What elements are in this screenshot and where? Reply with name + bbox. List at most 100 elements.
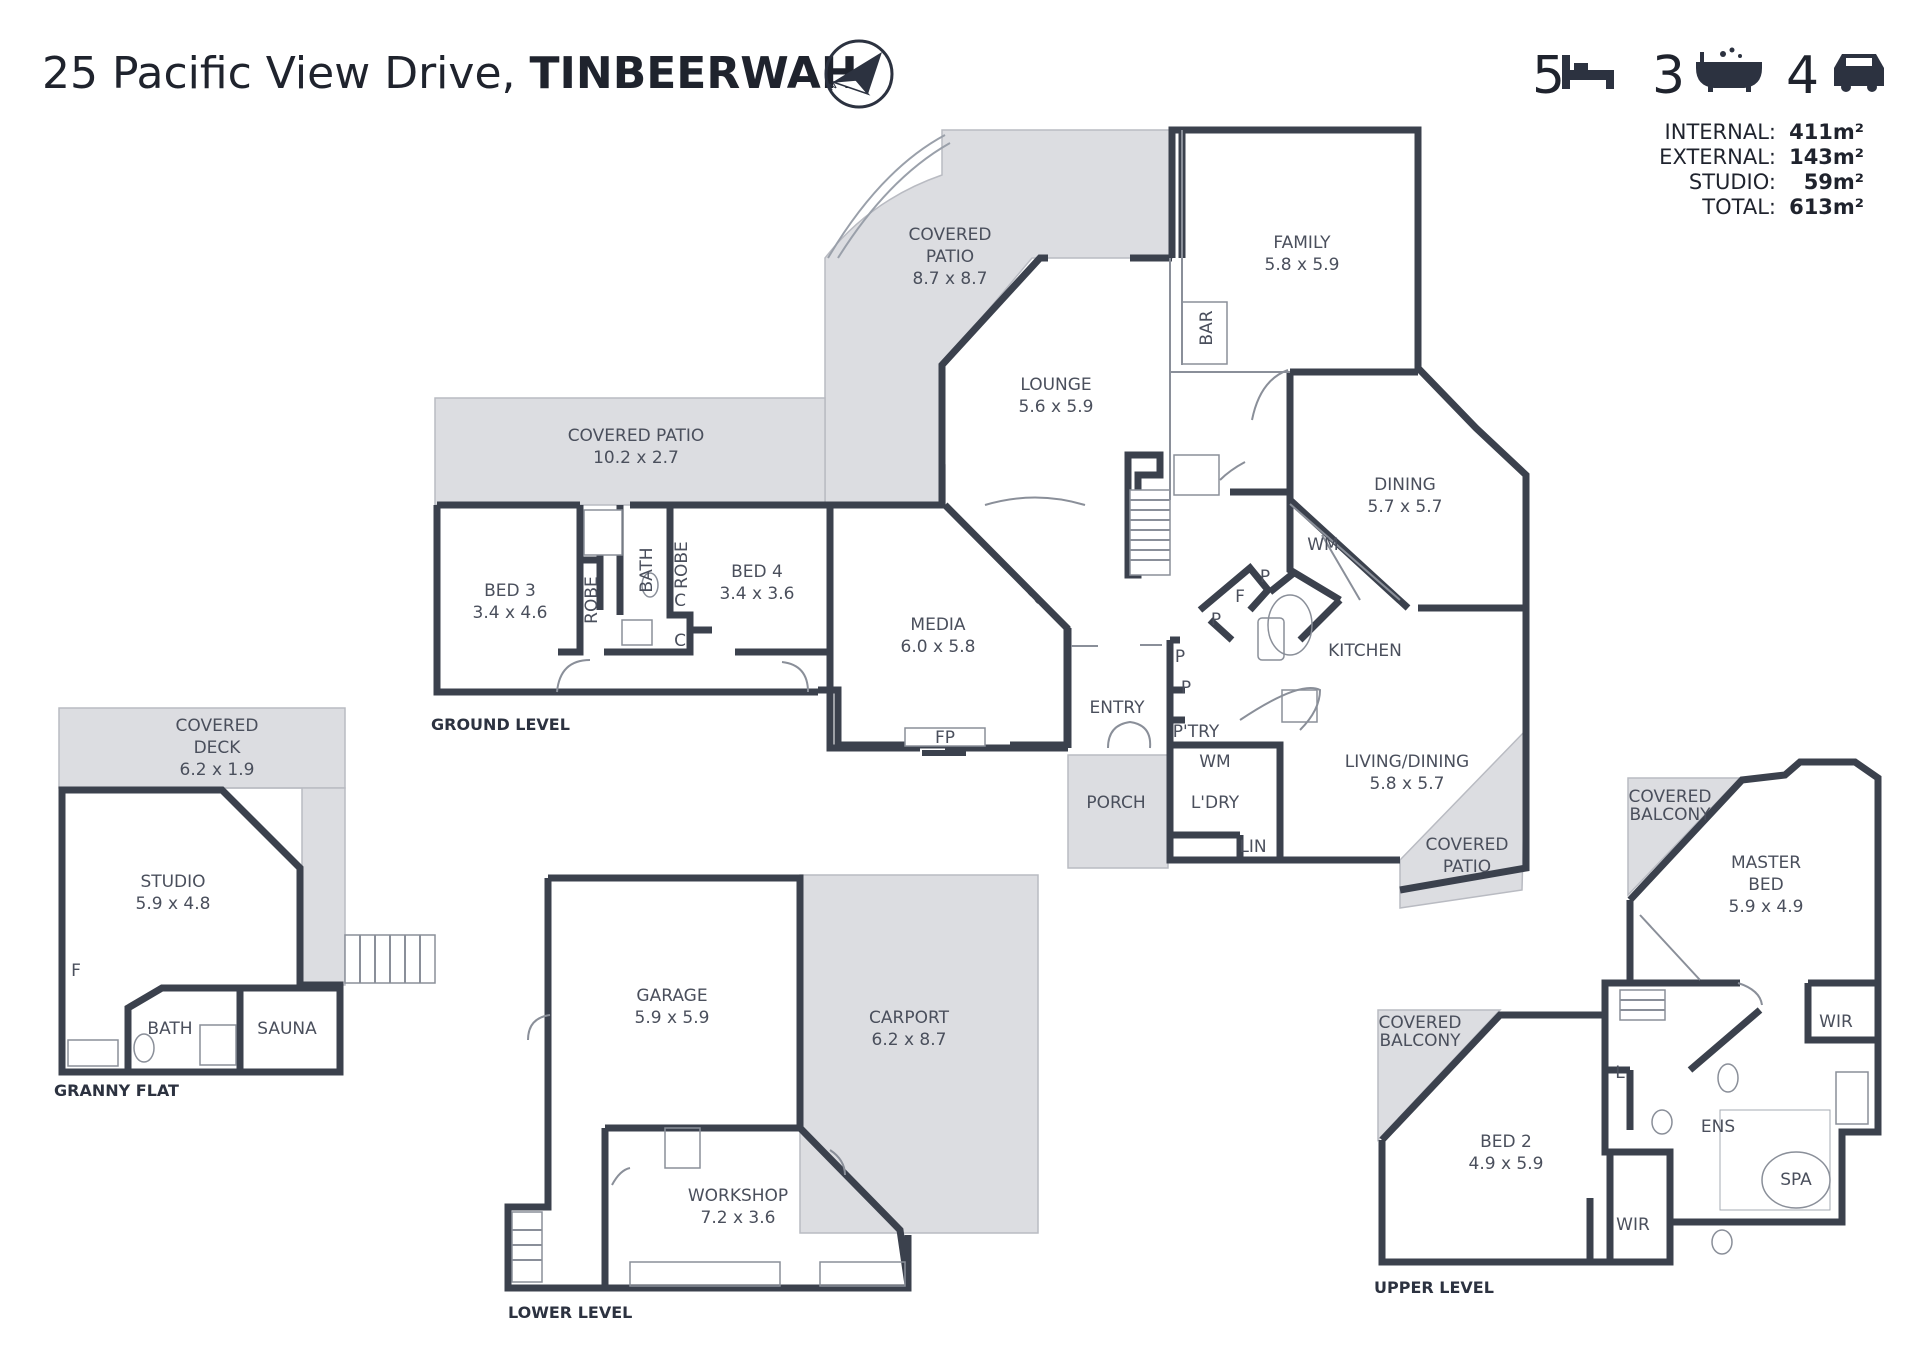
svg-text:BALCONY: BALCONY	[1379, 1031, 1461, 1051]
svg-text:3.4 x 3.6: 3.4 x 3.6	[720, 584, 795, 604]
svg-text:BAR: BAR	[1197, 310, 1217, 345]
svg-text:BED 2: BED 2	[1480, 1132, 1532, 1152]
svg-text:WM: WM	[1199, 752, 1230, 772]
svg-text:WORKSHOP: WORKSHOP	[688, 1186, 788, 1206]
svg-text:C: C	[674, 631, 686, 651]
svg-text:4.9 x 5.9: 4.9 x 5.9	[1469, 1154, 1544, 1174]
svg-text:P: P	[1260, 567, 1270, 587]
svg-text:5.6 x 5.9: 5.6 x 5.9	[1019, 397, 1094, 417]
svg-text:WIR: WIR	[1616, 1215, 1650, 1235]
covered-patio-large	[824, 129, 1173, 506]
svg-text:STUDIO: STUDIO	[140, 872, 205, 892]
lower-level-label: LOWER LEVEL	[508, 1303, 632, 1322]
svg-text:5.9 x 4.9: 5.9 x 4.9	[1729, 897, 1804, 917]
svg-text:ROBE: ROBE	[672, 541, 692, 589]
svg-text:10.2 x 2.7: 10.2 x 2.7	[593, 448, 679, 468]
svg-text:59m²: 59m²	[1804, 170, 1864, 194]
svg-text:MASTER: MASTER	[1731, 853, 1801, 873]
car-icon	[1834, 54, 1884, 92]
svg-text:COVERED: COVERED	[1629, 787, 1712, 807]
svg-text:KITCHEN: KITCHEN	[1328, 641, 1402, 661]
svg-text:PATIO: PATIO	[926, 247, 974, 267]
svg-text:INTERNAL:: INTERNAL:	[1665, 120, 1776, 144]
svg-text:L'DRY: L'DRY	[1191, 793, 1240, 813]
svg-text:P: P	[1181, 678, 1191, 698]
area-summary: INTERNAL: 411m² EXTERNAL: 143m² STUDIO: …	[1659, 120, 1864, 219]
svg-text:6.2 x 8.7: 6.2 x 8.7	[872, 1030, 947, 1050]
svg-text:BED 3: BED 3	[484, 581, 536, 601]
beds-count: 5	[1532, 46, 1565, 106]
svg-text:LIN: LIN	[1239, 837, 1266, 857]
svg-text:SPA: SPA	[1780, 1170, 1812, 1190]
svg-text:COVERED PATIO: COVERED PATIO	[568, 426, 705, 446]
svg-text:COVERED: COVERED	[909, 225, 992, 245]
cars-count: 4	[1786, 46, 1819, 106]
svg-text:P'TRY: P'TRY	[1173, 722, 1220, 742]
upper-level-label: UPPER LEVEL	[1374, 1278, 1494, 1297]
svg-text:TOTAL:: TOTAL:	[1701, 195, 1776, 219]
svg-text:WM: WM	[1307, 535, 1338, 555]
svg-text:F: F	[1235, 587, 1245, 607]
svg-text:COVERED: COVERED	[1379, 1013, 1462, 1033]
svg-text:LIVING/DINING: LIVING/DINING	[1345, 752, 1469, 772]
svg-text:COVERED: COVERED	[176, 716, 259, 736]
svg-text:F: F	[71, 961, 81, 981]
svg-text:ENS: ENS	[1701, 1117, 1735, 1137]
svg-text:411m²: 411m²	[1789, 120, 1864, 144]
stairs-ground	[1129, 489, 1171, 576]
upper-level-plan: COVERED BALCONY MASTER BED 5.9 x 4.9 WIR…	[1377, 758, 1882, 1266]
granny-flat-plan: COVERED DECK 6.2 x 1.9 STUDIO 5.9 x 4.8 …	[58, 707, 436, 1076]
svg-text:PORCH: PORCH	[1086, 793, 1145, 813]
svg-text:EXTERNAL:: EXTERNAL:	[1659, 145, 1776, 169]
svg-text:LOUNGE: LOUNGE	[1020, 375, 1091, 395]
svg-text:5.8 x 5.7: 5.8 x 5.7	[1370, 774, 1445, 794]
address-title: 25 Pacific View Drive, TINBEERWAH	[42, 48, 858, 99]
bathtub-icon	[1696, 47, 1762, 92]
svg-text:FP: FP	[935, 728, 955, 748]
svg-text:613m²: 613m²	[1789, 195, 1864, 219]
svg-text:P: P	[1175, 647, 1185, 667]
svg-text:DINING: DINING	[1374, 475, 1436, 495]
svg-text:SAUNA: SAUNA	[257, 1019, 317, 1039]
svg-text:BATH: BATH	[147, 1019, 192, 1039]
baths-count: 3	[1652, 46, 1685, 106]
bed-icon	[1562, 55, 1614, 89]
svg-text:5.7 x 5.7: 5.7 x 5.7	[1368, 497, 1443, 517]
svg-text:FAMILY: FAMILY	[1273, 233, 1331, 253]
svg-text:P: P	[1211, 610, 1221, 630]
porch-area	[1067, 754, 1169, 869]
covered-patio-south	[1399, 728, 1527, 909]
svg-text:BED 4: BED 4	[731, 562, 783, 582]
north-arrow-icon: N	[824, 39, 894, 109]
svg-text:5.9 x 4.8: 5.9 x 4.8	[136, 894, 211, 914]
svg-text:MEDIA: MEDIA	[910, 615, 966, 635]
svg-text:6.0 x 5.8: 6.0 x 5.8	[901, 637, 976, 657]
svg-text:BED: BED	[1748, 875, 1784, 895]
svg-text:PATIO: PATIO	[1443, 857, 1491, 877]
svg-text:WIR: WIR	[1819, 1012, 1853, 1032]
svg-text:3.4 x 4.6: 3.4 x 4.6	[473, 603, 548, 623]
svg-text:STUDIO:: STUDIO:	[1689, 170, 1776, 194]
svg-text:ENTRY: ENTRY	[1090, 698, 1146, 718]
svg-text:DECK: DECK	[194, 738, 242, 758]
svg-text:143m²: 143m²	[1789, 145, 1864, 169]
svg-text:C: C	[674, 591, 686, 611]
svg-text:8.7 x 8.7: 8.7 x 8.7	[913, 269, 988, 289]
svg-text:6.2 x 1.9: 6.2 x 1.9	[180, 760, 255, 780]
ground-level-label: GROUND LEVEL	[431, 715, 570, 734]
svg-text:COVERED: COVERED	[1426, 835, 1509, 855]
ground-level-plan: COVERED PATIO 8.7 x 8.7 FAMILY 5.8 x 5.9…	[433, 126, 1530, 909]
svg-text:CARPORT: CARPORT	[869, 1008, 950, 1028]
svg-text:5.8 x 5.9: 5.8 x 5.9	[1265, 255, 1340, 275]
svg-text:BATH: BATH	[637, 547, 657, 592]
svg-text:ROBE: ROBE	[582, 576, 602, 624]
svg-text:N: N	[827, 80, 839, 93]
svg-text:GARAGE: GARAGE	[636, 986, 707, 1006]
svg-text:7.2 x 3.6: 7.2 x 3.6	[701, 1208, 776, 1228]
svg-text:BALCONY: BALCONY	[1629, 805, 1711, 825]
svg-text:5.9 x 5.9: 5.9 x 5.9	[635, 1008, 710, 1028]
svg-text:L: L	[1615, 1063, 1625, 1083]
lower-level-plan: GARAGE 5.9 x 5.9 CARPORT 6.2 x 8.7 WORKS…	[504, 874, 1039, 1292]
granny-flat-label: GRANNY FLAT	[54, 1081, 179, 1100]
